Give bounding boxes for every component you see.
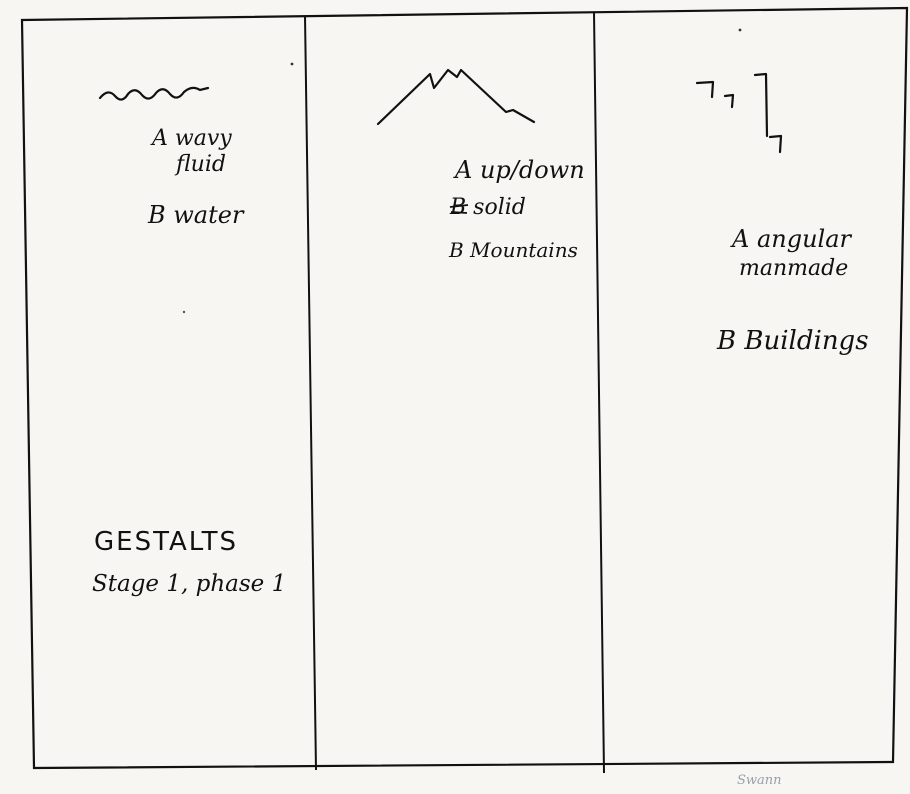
building-descriptor-a: A angular [732, 225, 852, 253]
footer-scribble: Swann [737, 773, 782, 788]
mountain-sketch [376, 68, 536, 126]
angular-sketch [695, 72, 783, 154]
building-descriptor-a2: manmade [739, 256, 849, 281]
wavy-line-sketch [98, 86, 210, 101]
divider-right [593, 11, 605, 774]
mountain-descriptor-a: A up/down [455, 156, 585, 184]
gestalts-subtitle: Stage 1, phase 1 [92, 571, 287, 597]
gestalts-title: GESTALTS [94, 527, 239, 557]
mountain-descriptor-a2: B solid [450, 195, 526, 220]
water-descriptor-b: B water [148, 201, 244, 229]
divider-left [304, 15, 317, 771]
building-descriptor-b: B Buildings [717, 326, 869, 356]
water-descriptor-a: A wavy [152, 126, 232, 151]
strike-mark [449, 204, 469, 214]
water-descriptor-a2: fluid [176, 152, 226, 177]
outer-border [20, 6, 909, 770]
mountain-descriptor-b: B Mountains [449, 238, 578, 262]
